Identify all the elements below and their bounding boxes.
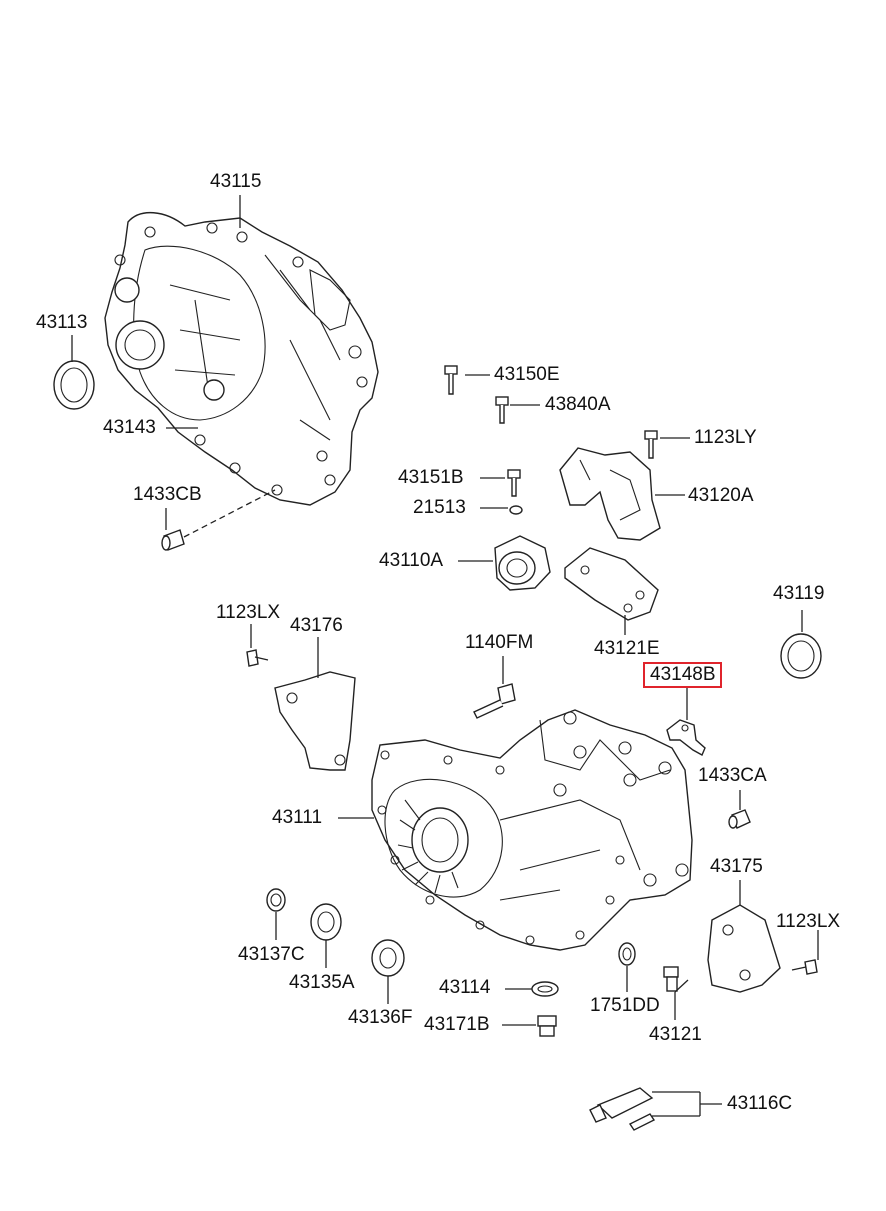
bolt-43840A[interactable] [495,396,509,424]
washer-21513[interactable] [509,505,523,515]
bolt-1123LY[interactable] [644,430,658,459]
label-43150E[interactable]: 43150E [494,364,560,385]
leader-lines [71,195,819,1117]
label-43113[interactable]: 43113 [36,312,88,333]
label-43143[interactable]: 43143 [103,417,156,438]
plug-43171B[interactable] [537,1015,557,1037]
label-1123LX-right[interactable]: 1123LX [776,911,841,932]
label-43148B-highlighted[interactable]: 43148B [643,662,722,688]
label-1123LX-left[interactable]: 1123LX [216,602,281,623]
clutch-housing-43115[interactable] [104,211,379,506]
label-43121E[interactable]: 43121E [594,638,660,659]
bracket-43120A[interactable] [559,447,661,541]
bracket-43148B[interactable] [666,719,706,756]
oil-seal-43119[interactable] [780,633,822,679]
seal-43135A[interactable] [310,903,342,941]
dowel-pin-1433CB[interactable] [161,489,276,551]
label-1123LY[interactable]: 1123LY [694,427,757,448]
bracket-43175[interactable] [707,904,781,993]
transmission-case-43111[interactable] [371,709,693,951]
label-43111[interactable]: 43111 [272,807,323,828]
label-43120A[interactable]: 43120A [688,485,754,506]
label-43136F[interactable]: 43136F [348,1007,413,1028]
label-43121[interactable]: 43121 [649,1024,702,1045]
bolt-43151B[interactable] [507,469,521,497]
seal-43137C[interactable] [266,888,286,912]
label-1433CA[interactable]: 1433CA [698,765,767,786]
oil-seal-43113[interactable] [53,360,95,410]
mount-43110A[interactable] [494,535,551,591]
bolt-43150E[interactable] [444,365,458,395]
label-43171B[interactable]: 43171B [424,1014,490,1035]
bolt-1123LX-right[interactable] [791,959,818,975]
gasket-43114[interactable] [531,981,559,997]
label-43114[interactable]: 43114 [439,977,491,998]
dowel-pin-1433CA[interactable] [728,809,751,829]
label-43151B[interactable]: 43151B [398,467,464,488]
label-43135A[interactable]: 43135A [289,972,355,993]
sealant-tube-43116C[interactable] [589,1087,656,1131]
label-43137C[interactable]: 43137C [238,944,305,965]
bolt-1123LX-left[interactable] [246,649,269,667]
gasket-1751DD[interactable] [618,942,636,966]
label-43115[interactable]: 43115 [210,171,262,192]
label-1433CB[interactable]: 1433CB [133,484,202,505]
bracket-43121E[interactable] [564,547,659,621]
label-1751DD[interactable]: 1751DD [590,995,660,1016]
plug-43121[interactable] [663,966,679,992]
label-43175[interactable]: 43175 [710,856,763,877]
label-43119[interactable]: 43119 [773,583,825,604]
label-1140FM[interactable]: 1140FM [465,632,534,653]
label-43110A[interactable]: 43110A [379,550,444,571]
seal-43136F[interactable] [371,939,405,977]
label-43176[interactable]: 43176 [290,615,343,636]
bolt-1140FM[interactable] [473,683,516,719]
label-43116C[interactable]: 43116C [727,1093,793,1114]
label-21513[interactable]: 21513 [413,497,466,518]
bracket-43176[interactable] [274,671,356,771]
label-43840A[interactable]: 43840A [545,394,611,415]
